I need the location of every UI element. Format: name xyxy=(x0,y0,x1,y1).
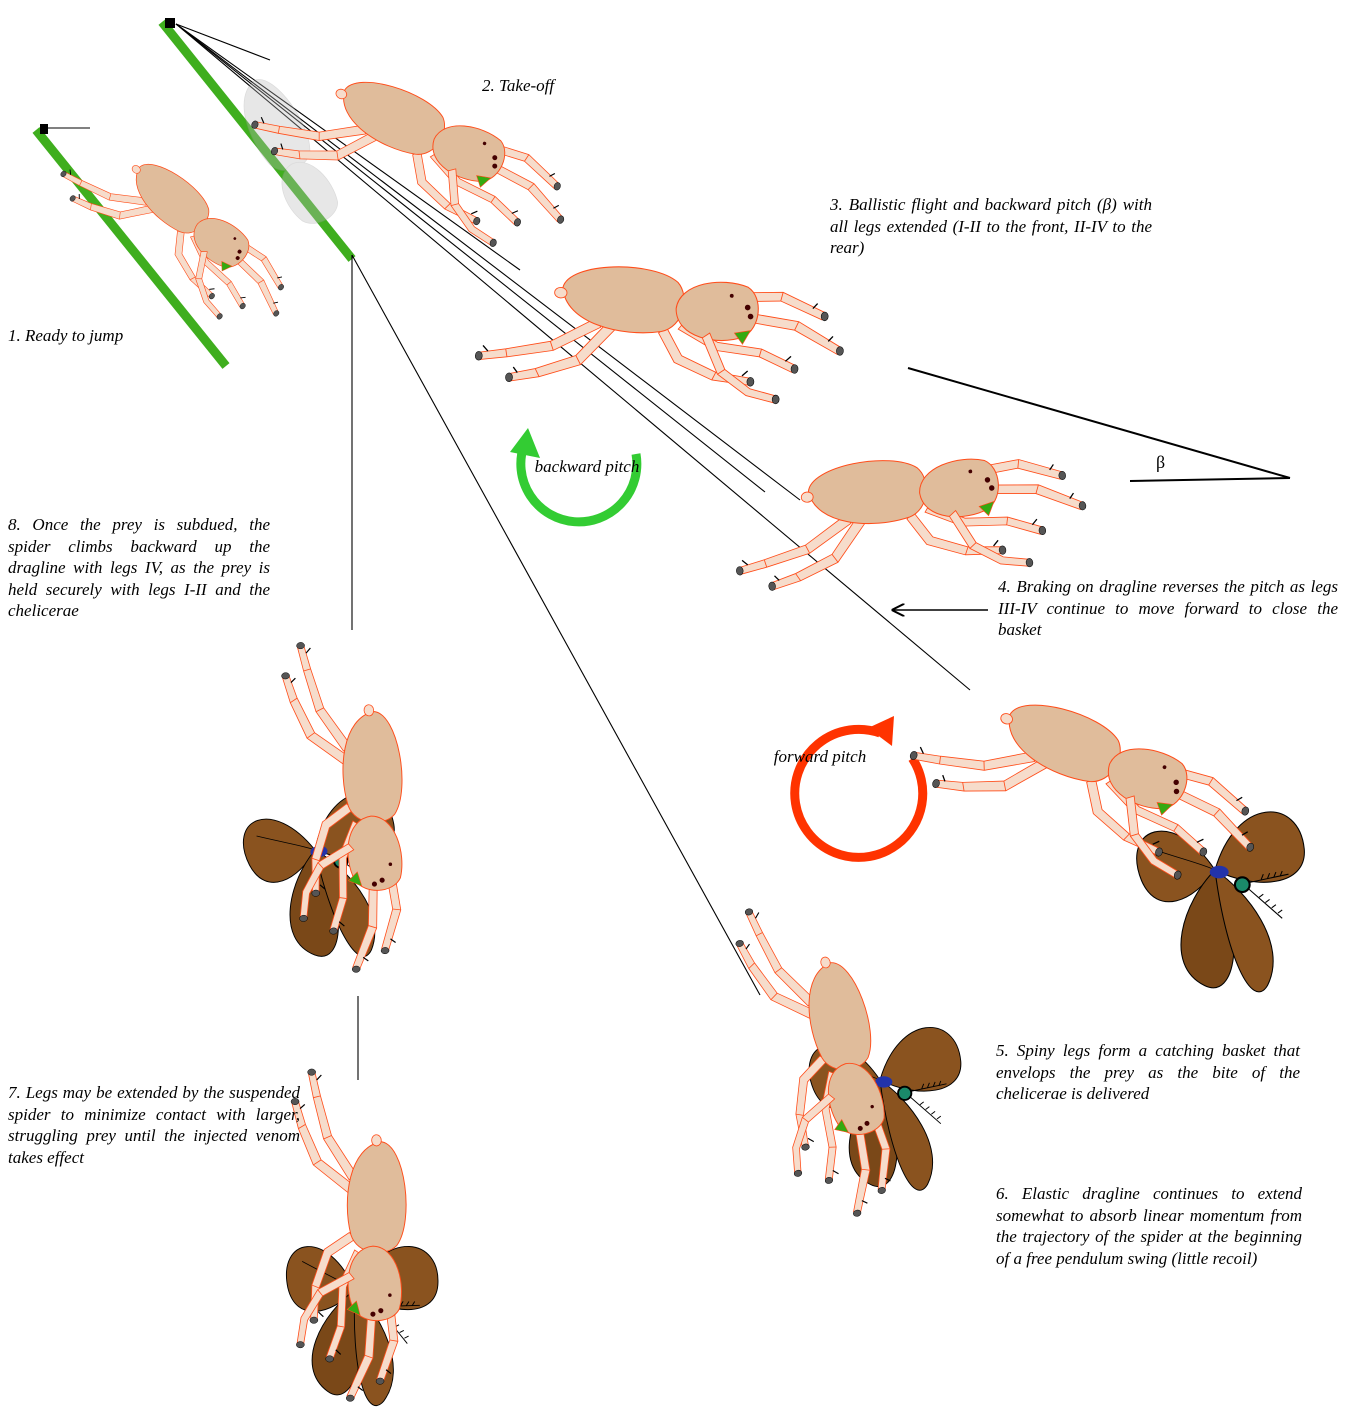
forward-pitch-label: forward pitch xyxy=(770,746,870,767)
prey-step5 xyxy=(1137,812,1305,992)
caption-step2: 2. Take-off xyxy=(482,75,642,97)
backward-pitch-label: backward pitch xyxy=(532,456,642,477)
caption-step4: 4. Braking on dragline reverses the pitc… xyxy=(998,576,1338,641)
beta-label: β xyxy=(1156,452,1165,473)
caption-step5: 5. Spiny legs form a catching basket tha… xyxy=(996,1040,1300,1105)
caption-step6: 6. Elastic dragline continues to extend … xyxy=(996,1183,1302,1269)
spider-step3 xyxy=(473,257,848,408)
caption-step3: 3. Ballistic flight and backward pitch (… xyxy=(830,194,1152,259)
caption-step1: 1. Ready to jump xyxy=(8,325,208,347)
caption-step8: 8. Once the prey is subdued, the spider … xyxy=(8,514,270,622)
caption-step7: 7. Legs may be extended by the suspended… xyxy=(8,1082,300,1168)
spider-step4 xyxy=(726,439,1091,597)
